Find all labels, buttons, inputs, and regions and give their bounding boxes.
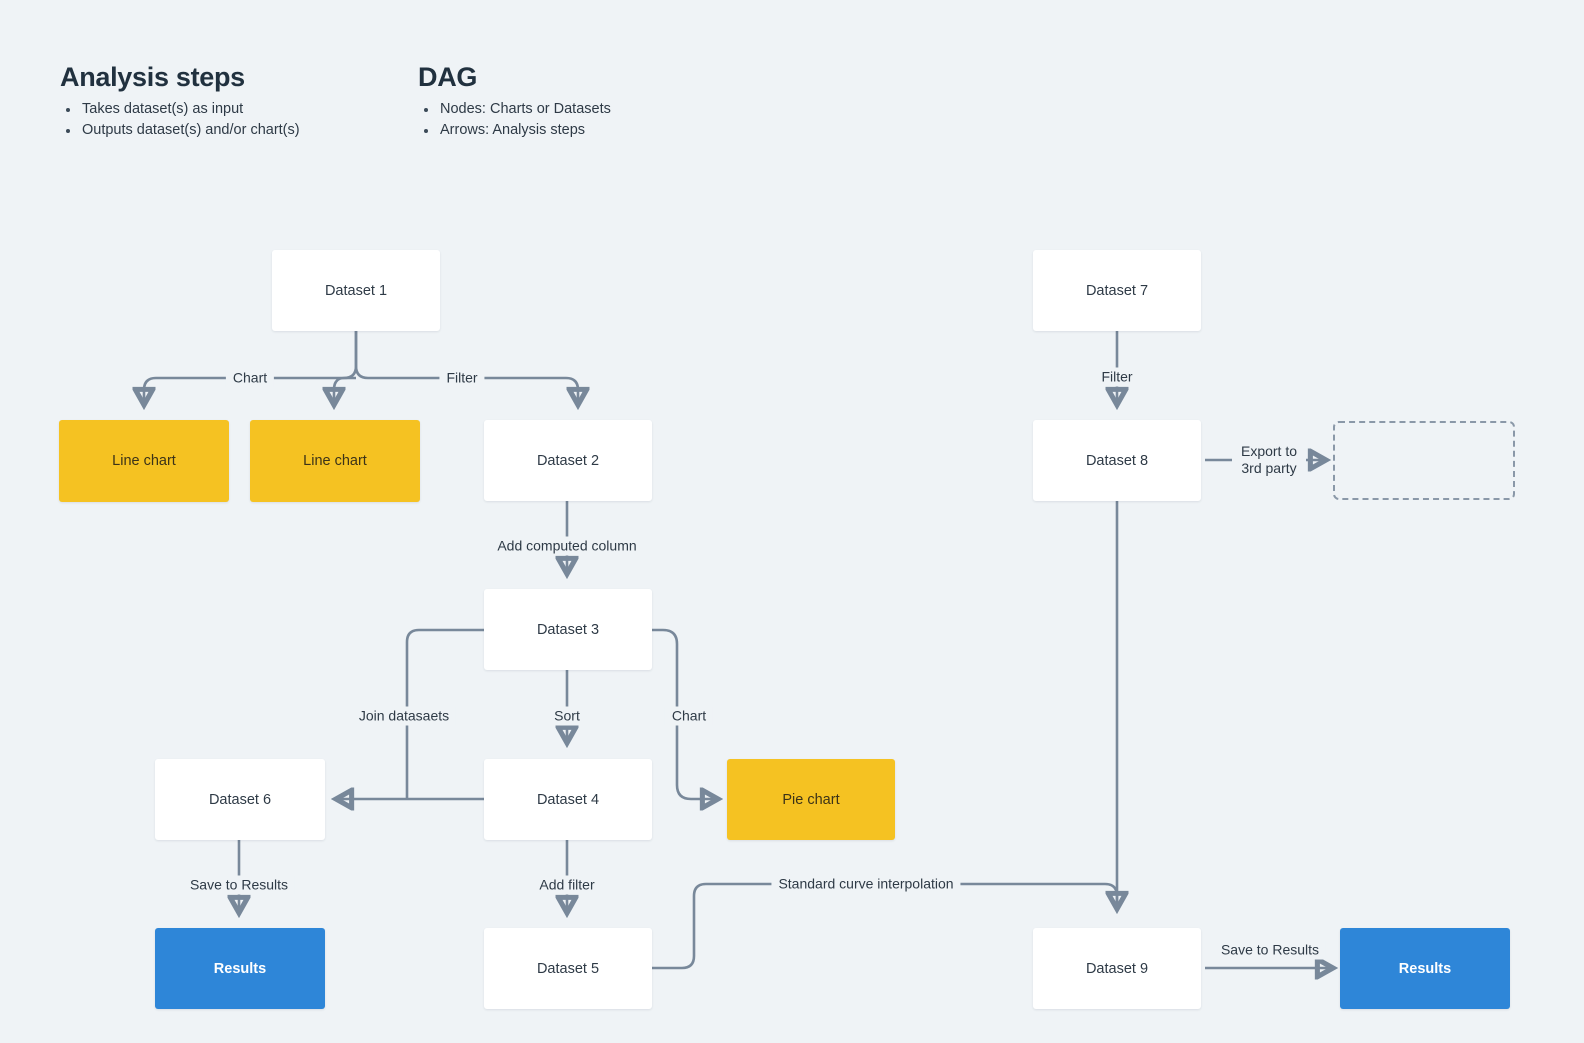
legend-analysis-title: Analysis steps [60,62,245,92]
node-dataset-8[interactable]: Dataset 8 [1033,420,1201,501]
node-label: Dataset 2 [536,452,600,469]
edge-label-add-computed-column: Add computed column [490,536,644,556]
edge-label-save-to-results-left: Save to Results [182,875,296,895]
node-label: Results [1398,960,1452,977]
edge-label-filter-1: Filter [439,368,485,388]
edge-label-filter-2: Filter [1094,367,1140,387]
node-dataset-7[interactable]: Dataset 7 [1033,250,1201,331]
node-line-chart-b[interactable]: Line chart [250,420,420,502]
legend-dag-title: DAG [418,62,478,92]
edge-label-export-line1: Export to [1240,443,1298,459]
node-label: Dataset 1 [324,282,388,299]
legend-analysis-item: Outputs dataset(s) and/or chart(s) [60,120,300,141]
node-pie-chart[interactable]: Pie chart [727,759,895,840]
node-dataset-4[interactable]: Dataset 4 [484,759,652,840]
legend-analysis-item: Takes dataset(s) as input [60,99,300,120]
node-results-left[interactable]: Results [155,928,325,1009]
legend-dag-item: Nodes: Charts or Datasets [418,99,611,120]
edge-label-sort: Sort [547,706,587,726]
node-results-right[interactable]: Results [1340,928,1510,1009]
legend-analysis-steps: Analysis steps Takes dataset(s) as input… [60,62,300,141]
node-label: Dataset 5 [536,960,600,977]
node-label: Dataset 7 [1085,282,1149,299]
node-label: Dataset 6 [208,791,272,808]
node-line-chart-a[interactable]: Line chart [59,420,229,502]
edge-label-join-datasets: Join datasaets [351,706,457,726]
node-label: Line chart [303,453,367,469]
node-dataset-2[interactable]: Dataset 2 [484,420,652,501]
legend-dag-list: Nodes: Charts or Datasets Arrows: Analys… [418,99,611,141]
node-label: Line chart [112,453,176,469]
edge-dataset1-to-dataset2 [354,331,578,404]
legend-analysis-list: Takes dataset(s) as input Outputs datase… [60,99,300,141]
edge-dataset1-to-linechart-a [144,331,358,404]
edge-label-standard-curve-interpolation: Standard curve interpolation [771,874,961,894]
node-dataset-5[interactable]: Dataset 5 [484,928,652,1009]
edge-dataset1-to-linechart-b [334,376,356,404]
edge-label-chart-1: Chart [225,368,275,388]
legend-dag-item: Arrows: Analysis steps [418,120,611,141]
node-export-placeholder[interactable] [1333,421,1515,500]
node-label: Dataset 9 [1085,960,1149,977]
edge-label-save-to-results-right: Save to Results [1213,940,1327,960]
node-label: Dataset 4 [536,791,600,808]
node-label: Results [213,960,267,977]
node-dataset-1[interactable]: Dataset 1 [272,250,440,331]
edge-label-export-line2: 3rd party [1241,460,1297,476]
node-dataset-3[interactable]: Dataset 3 [484,589,652,670]
edge-label-chart-2: Chart [664,706,714,726]
node-dataset-9[interactable]: Dataset 9 [1033,928,1201,1009]
legend-dag: DAG Nodes: Charts or Datasets Arrows: An… [418,62,611,141]
node-label: Pie chart [782,791,840,808]
edge-label-export-3rd-party: Export to 3rd party [1233,442,1305,478]
node-dataset-6[interactable]: Dataset 6 [155,759,325,840]
edge-label-add-filter: Add filter [532,875,602,895]
edge-dataset5-standard-curve [651,882,1119,970]
node-label: Dataset 8 [1085,452,1149,469]
edge-dataset3-join-branch [405,628,484,799]
node-label: Dataset 3 [536,621,600,638]
